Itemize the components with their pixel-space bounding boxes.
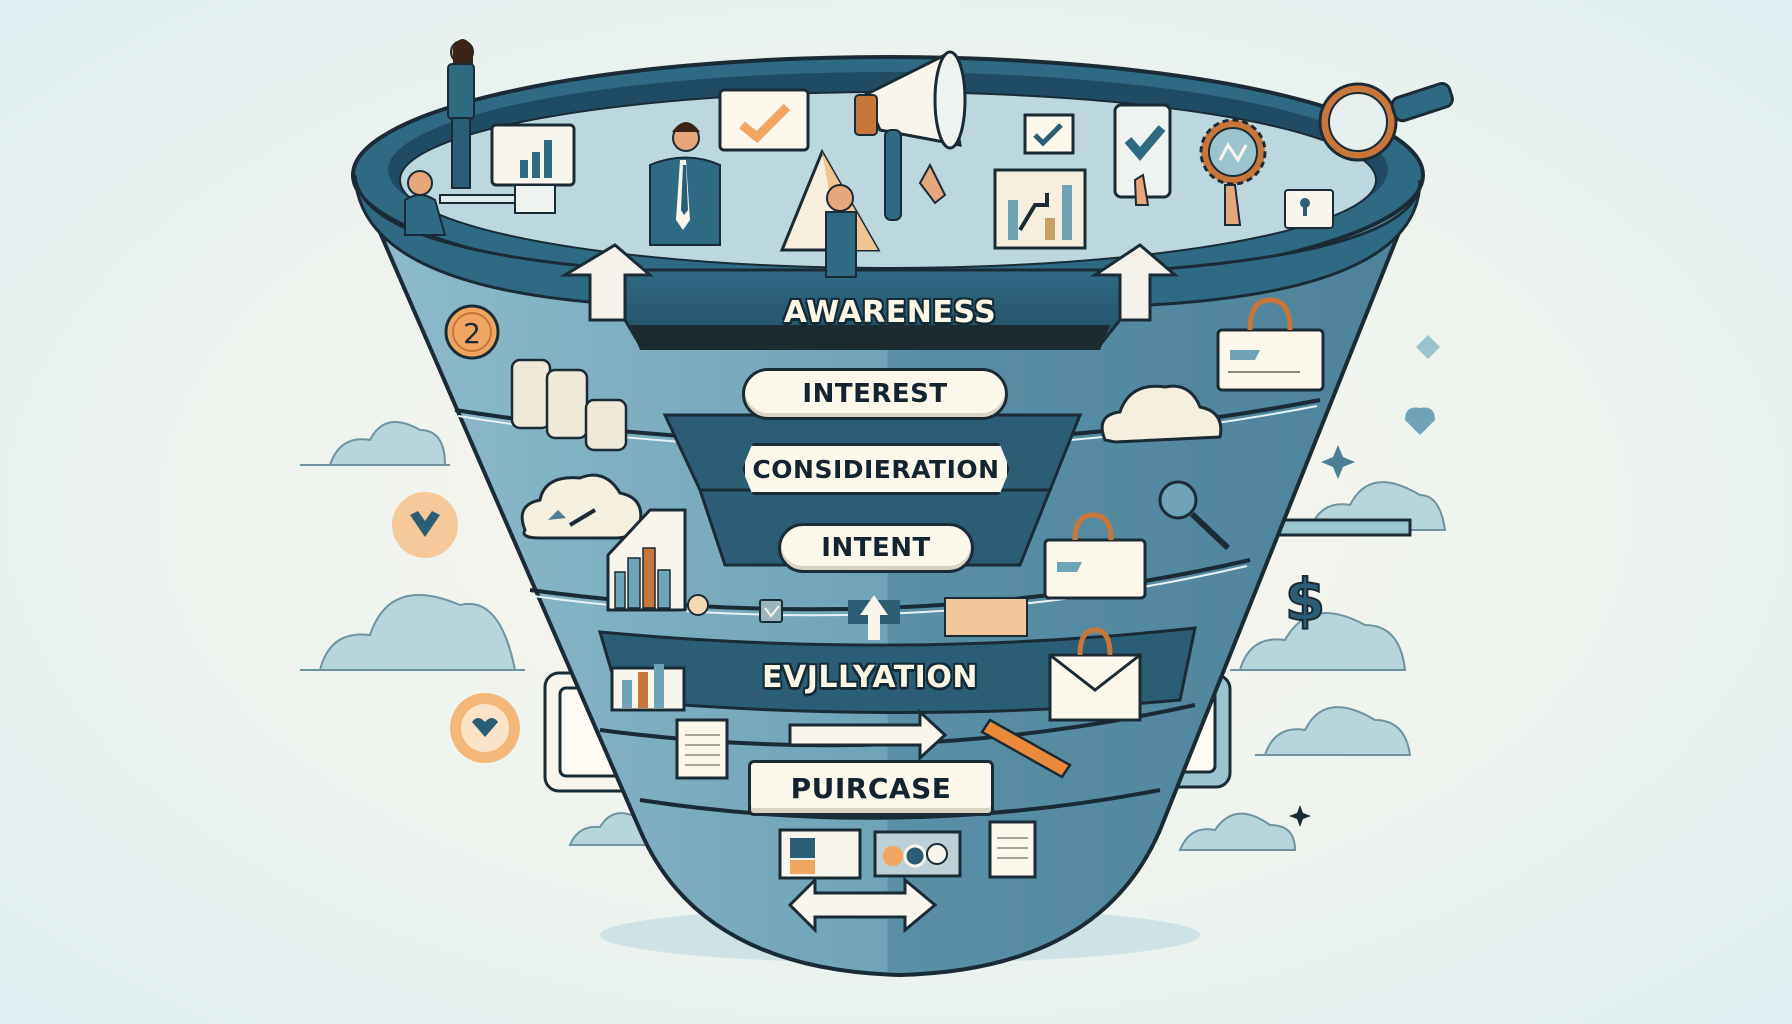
coin-icon: 2 xyxy=(444,304,500,360)
pen-icon xyxy=(980,718,1072,779)
bar-chart-icon xyxy=(606,508,709,712)
dollar-icon: $ xyxy=(1284,565,1326,635)
cloud-icon xyxy=(520,384,1223,540)
stage-label-intent: INTENT xyxy=(778,523,974,573)
magnifier-icon xyxy=(1158,480,1231,551)
up-arrow-icon xyxy=(848,595,900,640)
person-at-desk-icon xyxy=(404,170,556,236)
stage-label-awareness: AWARENESS xyxy=(783,294,997,330)
checklist-chart-icon xyxy=(993,113,1087,250)
person-standing-icon xyxy=(447,39,475,189)
heart-badge-icon xyxy=(392,492,520,763)
checkmark-sign-icon xyxy=(718,88,810,152)
stage-label-interest: INTEREST xyxy=(742,368,1008,420)
notepad-icon xyxy=(675,718,1037,879)
monitor-chart-icon xyxy=(490,123,576,187)
monitor-chart-icon xyxy=(778,828,962,880)
stage-label-purchase: PUIRCASE xyxy=(748,760,994,816)
cloud-icon xyxy=(318,421,1447,851)
megaphone-icon xyxy=(854,50,967,221)
up-arrow-icon xyxy=(559,243,1180,322)
phone-check-icon xyxy=(1113,103,1172,206)
envelope-icon xyxy=(944,597,1142,722)
svg-text:$: $ xyxy=(1285,566,1325,634)
checkbox-icon xyxy=(759,599,783,623)
pyramid-icon xyxy=(779,148,881,278)
double-arrow-icon xyxy=(787,708,948,934)
gear-icon xyxy=(1199,118,1267,226)
presenter-icon xyxy=(649,122,721,246)
evaluation-band xyxy=(597,626,1197,714)
coin-stack-icon xyxy=(510,358,628,452)
briefcase-icon xyxy=(1043,297,1325,600)
stage-label-evaluation: EVJLLYATION xyxy=(762,659,978,695)
speech-bubble-icon xyxy=(1284,189,1334,229)
svg-text:2: 2 xyxy=(463,317,481,350)
magnifier-icon xyxy=(1318,82,1454,162)
stage-label-consideration: CONSIDIERATION xyxy=(742,443,1010,495)
sparkle-icon xyxy=(1289,335,1440,827)
